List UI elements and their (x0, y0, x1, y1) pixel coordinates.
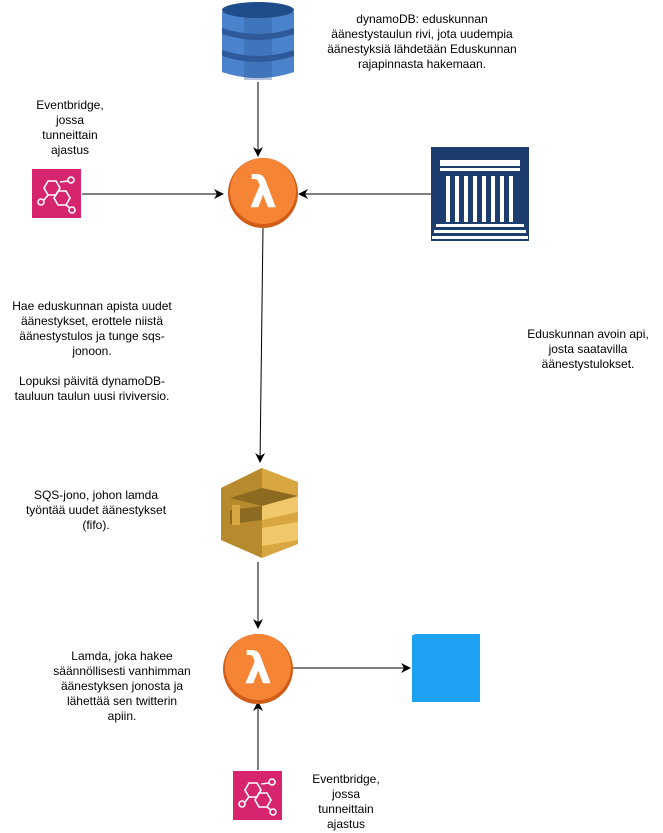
parliament-label-line: äänestystulokset. (541, 357, 635, 371)
eventbridge-bottom-label-line: Eventbridge, (312, 772, 380, 786)
eventbridge-icon-top (32, 169, 81, 218)
eventbridge-top-label: Eventbridge, jossa tunneittain ajastus (10, 98, 130, 158)
eventbridge-bottom-label-line: jossa (331, 787, 360, 801)
lambda-bottom-label-line: äänestyksen jonosta ja (60, 679, 184, 693)
lambda-icon-top: λ (228, 158, 298, 228)
sqs-label-line: (fifo). (82, 518, 110, 532)
arrow-lambda-to-sqs (255, 227, 266, 463)
parliament-label-line: Eduskunnan avoin api, (527, 327, 649, 341)
sqs-label-line: SQS-jono, johon lamda (33, 488, 159, 502)
lambda-bottom-label-line: säännöllisesti vanhimman (53, 664, 191, 678)
eventbridge-icon-bottom (233, 771, 282, 820)
lambda-top-label-line (2, 359, 182, 374)
dynamodb-label-line: dynamoDB: eduskunnan (356, 12, 488, 26)
lambda-bottom-label-line: lähettää sen twitterin (66, 694, 178, 708)
sqs-label-line: työntää uudet äänestykset (25, 503, 167, 517)
eventbridge-top-label-line: jossa (55, 113, 84, 127)
sqs-label: SQS-jono, johon lamda työntää uudet ääne… (16, 488, 176, 533)
eventbridge-top-label-line: tunneittain (42, 128, 98, 142)
eventbridge-bottom-label: Eventbridge, jossa tunneittain ajastus (286, 772, 406, 832)
parliament-label-line: josta saatavilla (548, 342, 628, 356)
connectors (82, 82, 431, 770)
lambda-top-label: Hae eduskunnan apista uudet äänestykset,… (2, 299, 182, 404)
svg-text:λ: λ (244, 643, 272, 694)
lambda-bottom-label-line: Lamda, joka hakee (71, 649, 173, 663)
eventbridge-bottom-label-line: ajastus (326, 817, 366, 831)
lambda-top-label-line: Hae eduskunnan apista uudet (12, 299, 172, 313)
eventbridge-bottom-label-line: tunneittain (318, 802, 374, 816)
parliament-building-icon (431, 147, 529, 241)
dynamodb-label-line: äänestyksiä lähdetään Eduskunnan (327, 42, 517, 56)
lambda-top-label-line: jonoon. (72, 344, 112, 358)
lambda-top-label-line: tauluun taulun uusi riviversio. (14, 389, 170, 403)
lambda-bottom-label-line: apiin. (107, 709, 137, 723)
svg-text:λ: λ (249, 167, 277, 218)
dynamodb-label-line: äänestystaulun rivi, jota uudempia (331, 27, 513, 41)
lambda-top-label-line: äänestystulos ja tunge sqs- (19, 329, 165, 343)
dynamodb-icon (222, 2, 294, 80)
lambda-top-label-line: äänestykset, erottele niistä (20, 314, 164, 328)
lambda-bottom-label: Lamda, joka hakee säännöllisesti vanhimm… (42, 649, 202, 724)
eventbridge-top-label-line: ajastus (50, 143, 90, 157)
sqs-queue-icon (221, 468, 298, 558)
dynamodb-label-line: rajapinnasta hakemaan. (357, 57, 487, 71)
lambda-top-label-line: Lopuksi päivitä dynamoDB- (18, 374, 166, 388)
parliament-label: Eduskunnan avoin api, josta saatavilla ä… (518, 327, 658, 372)
lambda-icon-bottom: λ (223, 634, 293, 704)
dynamodb-label: dynamoDB: eduskunnan äänestystaulun rivi… (312, 12, 532, 72)
twitter-bird-icon (390, 600, 480, 702)
eventbridge-top-label-line: Eventbridge, (36, 98, 104, 112)
